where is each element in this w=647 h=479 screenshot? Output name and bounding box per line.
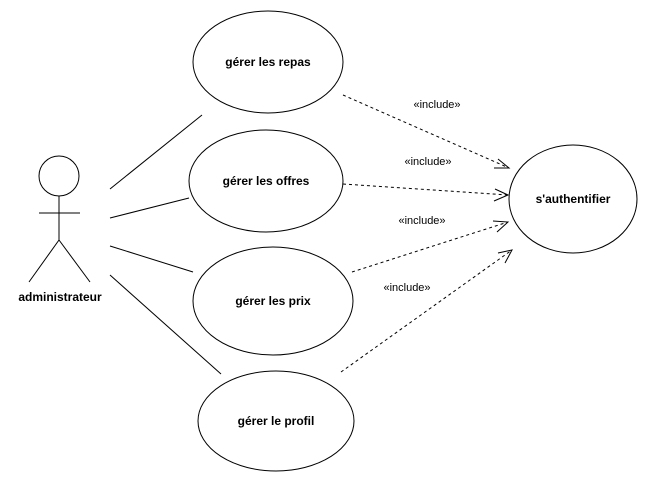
use-case-repas-shape	[192, 10, 344, 114]
use-case-offres: gérer les offres	[188, 129, 344, 233]
use-case-authentifier: s'authentifier	[508, 144, 638, 254]
association-profil	[109, 274, 222, 375]
use-case-prix-shape	[192, 246, 354, 356]
include-label-prix: «include»	[398, 215, 445, 227]
use-case-repas-label: gérer les repas	[225, 55, 311, 69]
include-label-profil: «include»	[383, 282, 430, 294]
use-case-prix-label: gérer les prix	[235, 294, 311, 308]
association-offres	[109, 197, 190, 219]
actor-administrateur: administrateur	[18, 155, 102, 304]
include-label-repas: «include»	[413, 99, 460, 111]
actor-label: administrateur	[18, 290, 102, 304]
use-case-authentifier-shape	[508, 144, 638, 254]
include-arrowhead-prix	[492, 220, 510, 233]
include-line-repas	[342, 94, 510, 169]
use-case-profil-shape	[197, 370, 355, 472]
include-arrowhead-profil	[497, 249, 513, 264]
use-case-repas: gérer les repas	[192, 10, 344, 114]
actor-head	[38, 155, 80, 197]
association-repas	[109, 114, 203, 190]
use-case-authentifier-label: s'authentifier	[536, 192, 611, 206]
actor-right-leg	[58, 239, 91, 283]
use-case-profil-label: gérer le profil	[238, 414, 315, 428]
use-case-profil: gérer le profil	[197, 370, 355, 472]
use-case-offres-shape	[188, 129, 344, 233]
include-repas: «include»	[342, 94, 511, 169]
include-arrowhead-offres	[493, 188, 510, 202]
use-case-prix: gérer les prix	[192, 246, 354, 356]
actor-left-leg	[28, 239, 60, 283]
include-line-offres	[342, 183, 509, 196]
include-arrowhead-repas	[494, 158, 511, 169]
use-case-offres-label: gérer les offres	[223, 174, 310, 188]
include-profil: «include»	[340, 249, 513, 373]
include-line-profil	[340, 249, 513, 373]
association-prix	[109, 245, 194, 273]
include-prix: «include»	[351, 215, 510, 273]
include-line-prix	[351, 221, 509, 273]
include-label-offres: «include»	[404, 156, 451, 168]
include-offres: «include»	[342, 156, 510, 202]
